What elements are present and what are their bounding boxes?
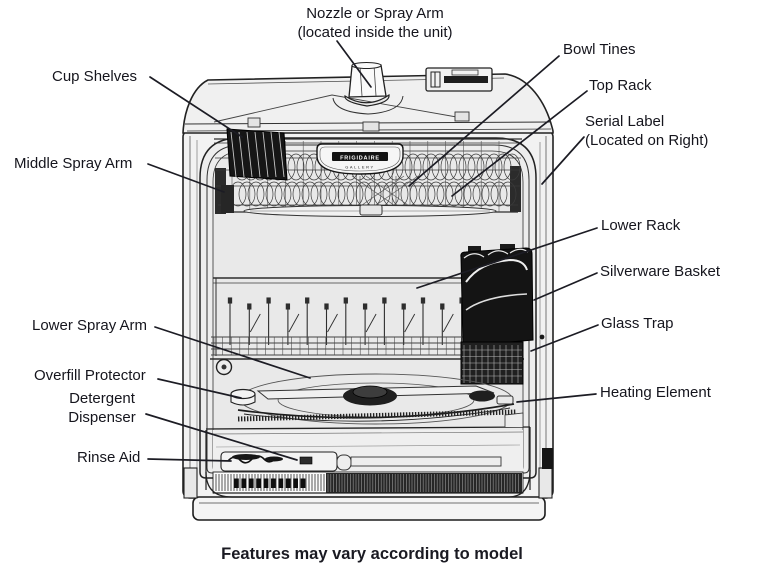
bowl-tines-coils — [229, 153, 521, 207]
label-middle-spray-arm: Middle Spray Arm — [14, 155, 133, 172]
leader-lower-rack — [416, 227, 598, 289]
label-rinse-aid: Rinse Aid — [77, 449, 141, 466]
sump-area — [230, 373, 517, 425]
inner-door-panel — [205, 412, 531, 498]
leader-glass-trap — [530, 324, 599, 352]
diagram-caption: Features may vary according to model — [221, 545, 523, 563]
silverware-basket — [460, 244, 534, 347]
top-rack: FRIGIDAIRE GALLERY — [214, 128, 522, 214]
leader-overfill-protector — [157, 378, 242, 399]
label-cup-shelves: Cup Shelves — [52, 68, 138, 85]
label-serial-line1: Serial Label — [585, 113, 665, 130]
label-nozzle-line1: Nozzle or Spray Arm — [306, 5, 444, 22]
leader-silverware-basket — [533, 272, 598, 301]
brand-badge: FRIGIDAIRE GALLERY — [316, 143, 404, 175]
label-lower-rack: Lower Rack — [601, 217, 681, 234]
door-hinges — [183, 448, 553, 499]
label-top-rack: Top Rack — [589, 77, 652, 94]
label-nozzle-line2: (located inside the unit) — [297, 24, 453, 41]
label-serial: Serial Label (Located on Right) — [585, 112, 708, 150]
label-detergent-dispenser: Detergent Dispenser — [50, 389, 154, 427]
top-bracket — [425, 67, 493, 92]
dispenser-assembly — [220, 451, 502, 472]
leader-lower-spray-arm — [154, 326, 311, 379]
label-overfill-protector: Overfill Protector — [34, 367, 146, 384]
leader-bowl-tines — [408, 55, 560, 187]
label-bowl-tines: Bowl Tines — [563, 41, 636, 58]
leader-rinse-aid — [147, 458, 232, 462]
kick-plate — [192, 496, 546, 521]
label-detergent-line1: Detergent — [69, 390, 135, 407]
leader-middle-spray-arm — [147, 163, 225, 193]
leader-detergent-dispenser — [145, 413, 298, 461]
middle-spray-arm — [221, 185, 497, 217]
label-detergent-line2: Dispenser — [68, 409, 136, 426]
label-serial-line2: (Located on Right) — [585, 132, 709, 149]
detergent-dispenser-latch — [299, 456, 313, 465]
glass-trap — [460, 341, 524, 385]
leader-serial-label — [541, 136, 585, 185]
badge-series-text: GALLERY — [345, 165, 375, 170]
label-silverware-basket: Silverware Basket — [600, 263, 721, 280]
label-glass-trap: Glass Trap — [601, 315, 674, 332]
label-lower-spray-arm: Lower Spray Arm — [32, 317, 148, 334]
door-vent-band — [212, 471, 524, 494]
cup-shelves — [226, 128, 288, 181]
badge-brand-text: FRIGIDAIRE — [340, 156, 380, 162]
label-nozzle: Nozzle or Spray Arm (located inside the … — [268, 4, 482, 42]
leader-heating-element — [516, 393, 597, 403]
leader-nozzle — [336, 40, 372, 88]
lower-rack — [210, 277, 524, 376]
leader-top-rack — [451, 90, 588, 197]
leader-lines — [145, 40, 599, 462]
label-heating-element: Heating Element — [600, 384, 711, 401]
leader-cup-shelves — [149, 76, 243, 138]
